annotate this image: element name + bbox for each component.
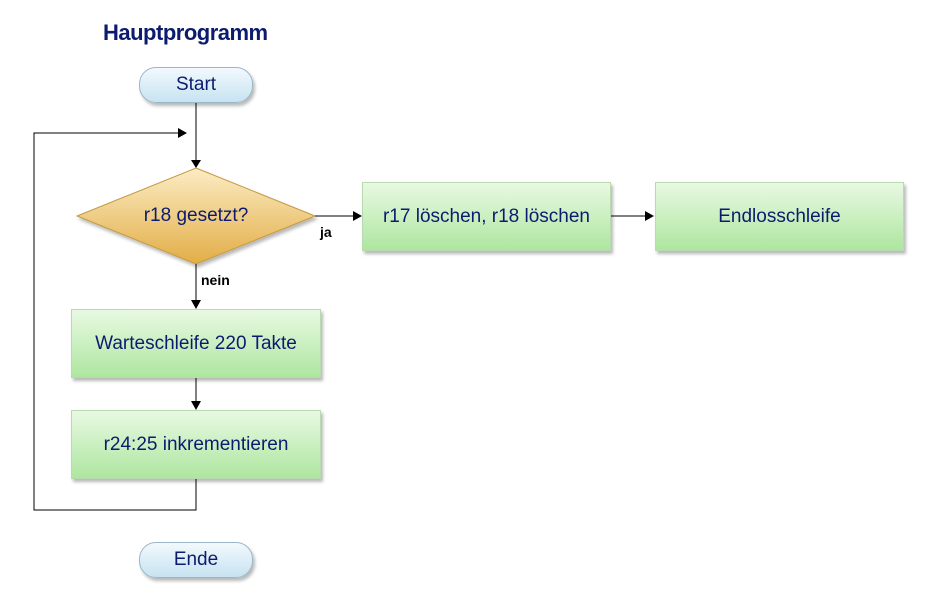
arrow-head (191, 401, 201, 410)
end-terminal: Ende (139, 542, 253, 578)
arrow-head (178, 128, 187, 138)
start-terminal: Start (139, 67, 253, 103)
no-label: nein (201, 272, 230, 288)
arrow-head (645, 211, 654, 221)
arrow-head (191, 300, 201, 309)
page-title: Hauptprogramm (103, 20, 268, 45)
arrow-head (191, 160, 201, 168)
yes-label: ja (320, 224, 332, 240)
clear-registers-box: r17 löschen, r18 löschen (362, 182, 611, 251)
wait-loop-box: Warteschleife 220 Takte (71, 309, 321, 378)
decision-label: r18 gesetzt? (143, 205, 249, 226)
loop-back-line (33, 132, 197, 511)
arrow-head (353, 211, 362, 221)
increment-box: r24:25 inkrementieren (71, 410, 321, 479)
endless-loop-box: Endlosschleife (655, 182, 904, 251)
